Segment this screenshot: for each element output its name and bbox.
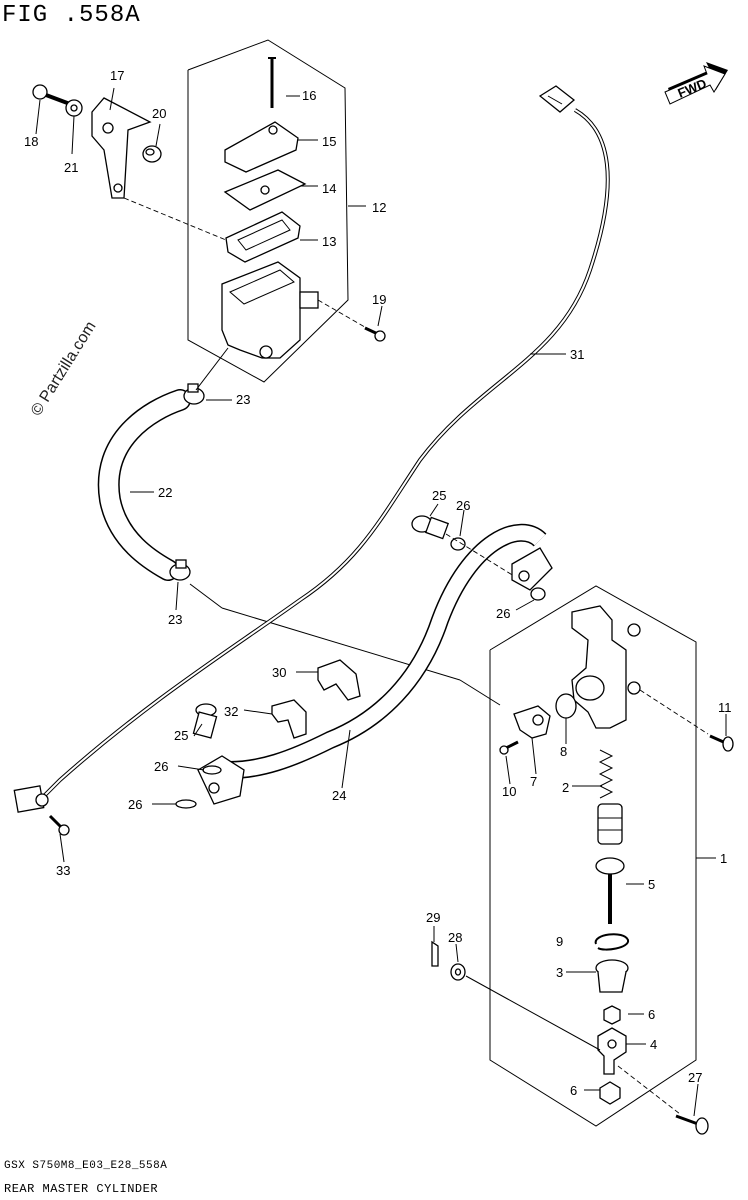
part-2-spring <box>598 749 614 799</box>
fwd-arrow-icon: FWD <box>664 62 728 105</box>
part-26-washer-c <box>202 765 222 775</box>
label-20: 20 <box>152 106 166 121</box>
label-28: 28 <box>448 930 462 945</box>
label-23b: 23 <box>168 612 182 627</box>
part-24-hose <box>229 523 547 779</box>
label-1: 1 <box>720 851 727 866</box>
label-18: 18 <box>24 134 38 149</box>
part-33-bolt <box>48 814 70 836</box>
part-11-bolt <box>709 734 734 752</box>
part-8-o-ring <box>555 693 577 719</box>
hose-upper-fitting <box>511 547 553 591</box>
part-16-screw <box>268 57 276 108</box>
part-25-banjo-bolt-upper <box>411 515 450 540</box>
master-cylinder-box <box>489 585 697 1127</box>
label-6a: 6 <box>648 1007 655 1022</box>
part-3-boot <box>595 959 629 993</box>
label-2: 2 <box>562 780 569 795</box>
label-26b: 26 <box>496 606 510 621</box>
part-7-joint <box>513 705 551 739</box>
reservoir-body <box>221 261 319 359</box>
label-24: 24 <box>332 788 346 803</box>
part-18-bolt <box>32 84 71 106</box>
part-26-washer-b <box>530 587 546 601</box>
label-23a: 23 <box>236 392 250 407</box>
reservoir-box <box>187 39 349 383</box>
label-29: 29 <box>426 910 440 925</box>
label-27: 27 <box>688 1070 702 1085</box>
footer-name: REAR MASTER CYLINDER <box>4 1182 159 1196</box>
label-13: 13 <box>322 234 336 249</box>
label-16: 16 <box>302 88 316 103</box>
part-25-banjo-bolt-lower <box>192 703 218 739</box>
label-17: 17 <box>110 68 124 83</box>
label-31: 31 <box>570 347 584 362</box>
label-4: 4 <box>650 1037 657 1052</box>
piston <box>597 803 623 845</box>
part-23-clamp-upper <box>183 383 205 405</box>
part-9-circlip <box>594 933 629 951</box>
label-11: 11 <box>718 700 732 715</box>
leader-lines <box>35 87 727 1117</box>
label-32: 32 <box>224 704 238 719</box>
label-5: 5 <box>648 877 655 892</box>
part-30-clamp <box>317 659 361 701</box>
fwd-label: FWD <box>676 76 709 101</box>
part-6-nut-lower <box>599 1081 621 1105</box>
label-19: 19 <box>372 292 386 307</box>
part-20-grommet <box>142 145 162 163</box>
label-25b: 25 <box>174 728 188 743</box>
part-26-washer-d <box>175 799 197 809</box>
label-26d: 26 <box>128 797 142 812</box>
part-32-clamp <box>271 699 307 739</box>
part-5-push-rod <box>595 857 625 924</box>
part-6-nut-upper <box>603 1005 621 1025</box>
part-15-cap <box>224 121 299 173</box>
label-3: 3 <box>556 965 563 980</box>
label-9: 9 <box>556 934 563 949</box>
wire-connector <box>538 85 576 113</box>
part-10-screw <box>499 740 519 755</box>
part-4-clevis <box>597 1027 627 1075</box>
label-33: 33 <box>56 863 70 878</box>
master-cylinder-body <box>571 605 641 729</box>
label-14: 14 <box>322 181 336 196</box>
label-25a: 25 <box>432 488 446 503</box>
label-10: 10 <box>502 784 516 799</box>
label-26a: 26 <box>456 498 470 513</box>
label-21: 21 <box>64 160 78 175</box>
label-26c: 26 <box>154 759 168 774</box>
label-8: 8 <box>560 744 567 759</box>
footer-code: GSX S750M8_E03_E28_558A <box>4 1160 168 1172</box>
label-30: 30 <box>272 665 286 680</box>
label-6b: 6 <box>570 1083 577 1098</box>
part-17-bracket <box>91 97 152 199</box>
part-27-pin <box>675 1114 709 1135</box>
label-22: 22 <box>158 485 172 500</box>
figure-title: FIG .558A <box>2 2 141 29</box>
label-12: 12 <box>372 200 386 215</box>
part-19-bolt <box>364 326 386 342</box>
part-29-cotter-pin <box>431 940 439 967</box>
label-15: 15 <box>322 134 336 149</box>
part-26-washer-a <box>450 537 466 551</box>
part-23-clamp-lower <box>169 559 191 581</box>
part-13-diaphragm <box>225 211 301 263</box>
brake-switch <box>13 785 49 813</box>
label-7: 7 <box>530 774 537 789</box>
